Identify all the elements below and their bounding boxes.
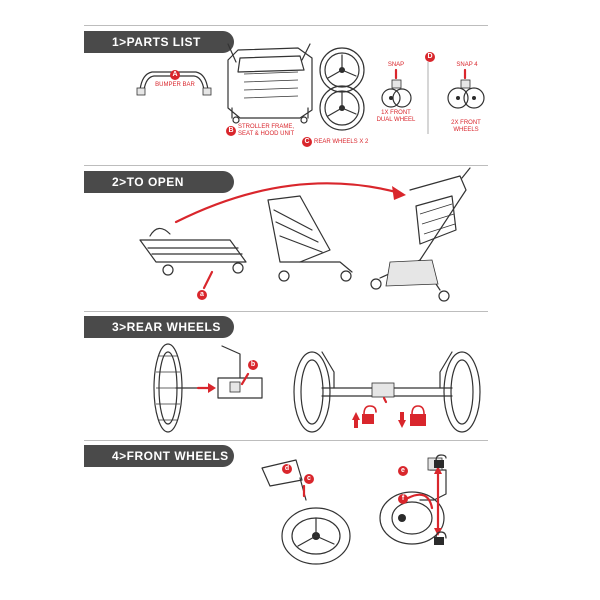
- section-header-rear-wheels: 3>REAR WHEELS: [84, 316, 234, 338]
- front-wheel-attach-illustration: [261, 459, 351, 565]
- rear-wheel-side-illustration: [153, 343, 201, 433]
- step-badge-b: b: [248, 360, 258, 370]
- rear-axle-assembly-illustration: [293, 351, 481, 433]
- section-divider: [84, 440, 488, 441]
- snap-4-label: SNAP 4: [456, 62, 478, 68]
- front-wheel-lock-illustration: [379, 457, 447, 545]
- lock-icon: [434, 531, 447, 545]
- bumper-bar-label: BUMPER BAR: [155, 82, 195, 88]
- step-badge-f: f: [398, 494, 408, 504]
- step-badge-a: a: [197, 290, 207, 300]
- unlock-icon: [434, 454, 447, 468]
- section-header-to-open: 2>TO OPEN: [84, 171, 234, 193]
- front-wheels-illustration: [447, 68, 485, 109]
- stroller-frame-illustration: [227, 43, 313, 124]
- rear-wheels-illustration: [319, 47, 365, 131]
- step-badge-d: d: [282, 464, 292, 474]
- front-dual-wheel-illustration: [381, 68, 412, 108]
- part-badge-d: D: [425, 52, 435, 62]
- unlock-icon: [352, 405, 377, 428]
- unfolding-stroller-illustration: [267, 195, 353, 282]
- snap-label: SNAP: [387, 62, 405, 68]
- axle-detail-illustration: [217, 345, 263, 399]
- section-divider: [84, 311, 488, 312]
- front-wheels-label: 2x FRONT WHEELS: [451, 120, 481, 133]
- section-divider: [84, 25, 488, 26]
- unfold-arrow: [174, 182, 398, 224]
- part-badge-b: B: [226, 126, 236, 136]
- step-badge-e: e: [398, 466, 408, 476]
- section-divider: [84, 165, 488, 166]
- step-badge-c: c: [304, 474, 314, 484]
- front-dual-wheel-label: 1x FRONT DUAL WHEEL: [376, 110, 416, 123]
- rear-wheels-label: REAR WHEELS x 2: [314, 139, 369, 145]
- part-badge-c: C: [302, 137, 312, 147]
- open-stroller-illustration: [370, 167, 471, 302]
- folded-stroller-illustration: [139, 227, 247, 290]
- part-badge-a: A: [170, 70, 180, 80]
- section-header-parts-list: 1>PARTS LIST: [84, 31, 234, 53]
- section-header-front-wheels: 4>FRONT WHEELS: [84, 445, 234, 467]
- stroller-frame-label: STROLLER FRAME, SEAT & HOOD UNIT: [238, 124, 295, 137]
- lock-icon: [398, 405, 426, 428]
